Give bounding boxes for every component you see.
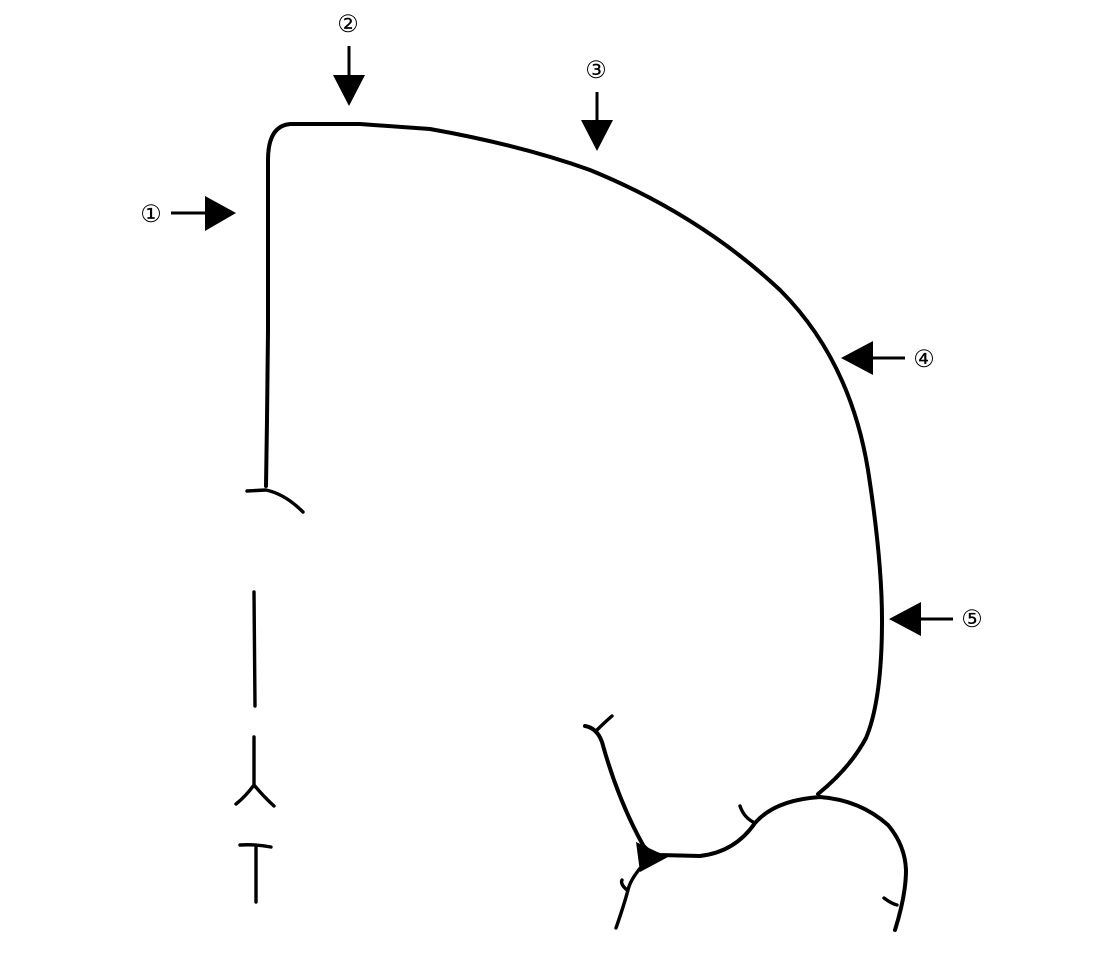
vertical-bar-symbol [252,590,257,708]
upper-spur [595,714,614,732]
marker-1-label: ① [140,200,162,228]
t-symbol [238,843,273,904]
middle-notch [738,804,757,825]
arrow-3 [581,92,613,151]
left-edge-flare [245,488,305,514]
arrow-1 [171,196,236,231]
junction-wedge [636,842,668,872]
fork-symbol [234,735,276,808]
junction-tail-spur [619,878,629,892]
arrow-5 [889,602,953,636]
marker-2-label: ② [337,10,359,38]
junction-tail [614,864,644,930]
lower-bulb-outline [583,724,908,932]
right-notch [882,896,899,907]
profile-outline [264,122,884,796]
arrow-2 [333,46,365,106]
marker-4-label: ④ [913,345,935,373]
arrow-4 [841,341,905,375]
marker-3-label: ③ [585,56,607,84]
marker-5-label: ⑤ [961,605,983,633]
